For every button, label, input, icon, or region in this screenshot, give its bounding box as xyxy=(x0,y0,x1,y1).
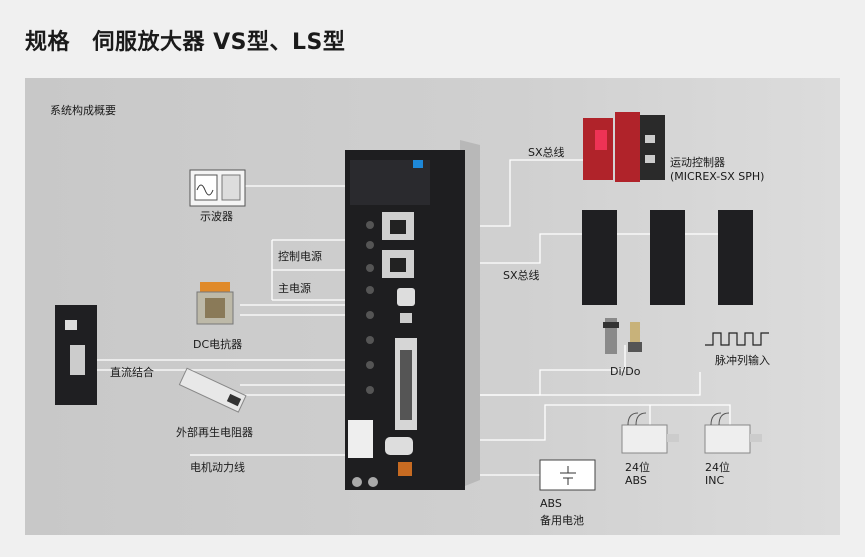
networked-servo-amps-icon xyxy=(582,210,753,305)
sx-bus-label: SX总线 xyxy=(528,146,565,159)
pulse-train-icon xyxy=(705,332,769,346)
motor-power-line-label: 电机动力线 xyxy=(190,461,245,474)
main-power-label: 主电源 xyxy=(278,282,311,295)
sx-bus-label-2: SX总线 xyxy=(503,269,540,282)
oscilloscope-label: 示波器 xyxy=(200,210,233,223)
battery-label-2: 备用电池 xyxy=(540,514,584,527)
motion-controller-label: 运动控制器 xyxy=(670,156,725,169)
inc-motor-icon xyxy=(704,412,762,454)
servo-amplifier-icon xyxy=(345,140,480,490)
page-title: 规格 伺服放大器 VS型、LS型 xyxy=(25,30,346,55)
inc-type-label: INC xyxy=(705,474,725,487)
motion-controller-model: (MICREX-SX SPH) xyxy=(670,170,765,183)
regen-resistor-label: 外部再生电阻器 xyxy=(176,426,253,439)
battery-label-1: ABS xyxy=(540,497,562,510)
small-servo-amp-icon xyxy=(55,305,97,405)
dc-link-label: 直流结合 xyxy=(110,366,154,379)
inc-bits-label: 24位 xyxy=(705,461,730,474)
abs-type-label: ABS xyxy=(625,474,647,487)
pulse-input-label: 脉冲列输入 xyxy=(715,354,770,367)
dido-label: Di/Do xyxy=(610,365,641,378)
dc-reactor-icon xyxy=(196,282,234,325)
dido-sensor-icon xyxy=(603,318,642,354)
abs-motor-icon xyxy=(621,412,679,454)
regen-resistor-icon xyxy=(178,367,247,413)
dc-reactor-label: DC电抗器 xyxy=(193,338,243,351)
control-power-label: 控制电源 xyxy=(278,250,322,263)
diagram-subtitle: 系统构成概要 xyxy=(50,104,116,117)
motion-controller-icon xyxy=(583,112,665,182)
battery-icon xyxy=(539,459,596,491)
abs-bits-label: 24位 xyxy=(625,461,650,474)
oscilloscope-icon xyxy=(189,169,246,207)
